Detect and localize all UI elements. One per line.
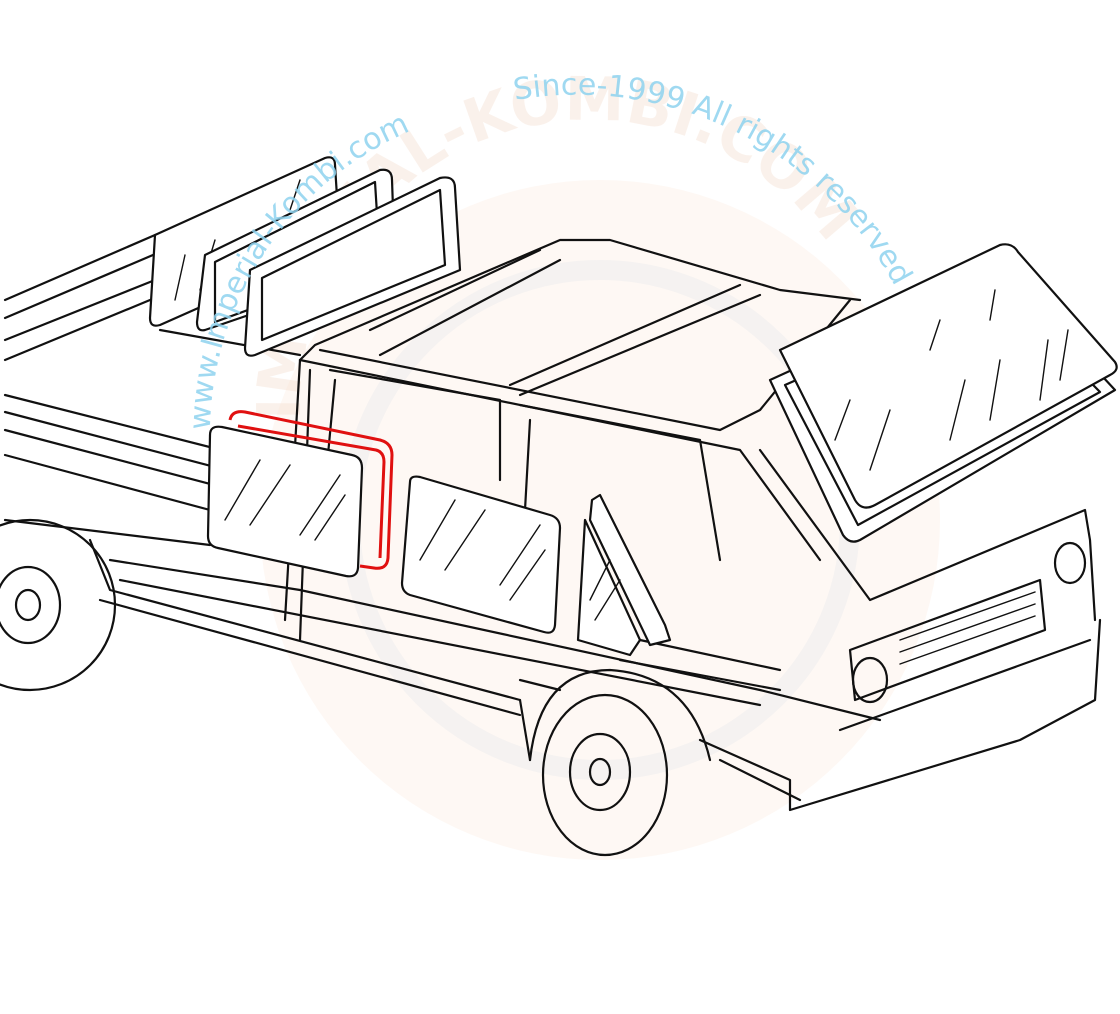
rear-window-frame xyxy=(243,176,462,357)
front-wheel xyxy=(528,668,712,857)
rear-wheel xyxy=(0,518,117,692)
windscreen-glass xyxy=(778,243,1118,509)
rear-side-window-glass xyxy=(206,425,364,578)
vent-window xyxy=(576,493,672,657)
door-window-glass xyxy=(400,475,562,634)
side-window-seal-highlighted xyxy=(228,410,394,570)
